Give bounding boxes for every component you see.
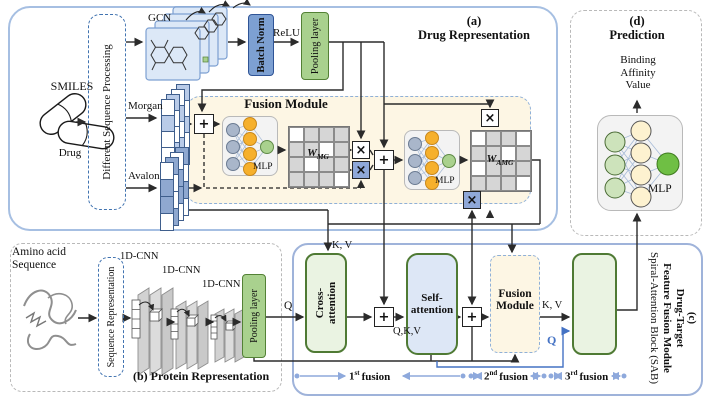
cnn2-label: 1D-CNN xyxy=(162,265,201,276)
amino-acid-label: Amino acid Sequence xyxy=(12,246,66,272)
mlp1-nodes xyxy=(226,117,274,176)
gcn-label: GCN xyxy=(148,12,172,24)
qkv-label: Q,K,V xyxy=(393,326,421,337)
pooling-layer-b-box xyxy=(242,274,266,358)
seq-representation-label: Sequence Representation xyxy=(105,266,117,368)
drug-caption: Drug xyxy=(58,147,82,159)
drug-pill-icon xyxy=(39,93,115,150)
panel-a-title: (a) Drug Representation xyxy=(418,14,530,43)
mul-op-blue-1: × xyxy=(352,161,370,179)
cross-attention-1-label: Cross-attention xyxy=(314,281,338,325)
morgan-label: Morgan xyxy=(128,100,163,112)
batch-norm-label: Batch Norm xyxy=(255,17,267,73)
mlp-prediction-label: MLP xyxy=(648,183,672,195)
wmg-label: WMG xyxy=(307,147,329,162)
wamg-label: WAMG xyxy=(486,153,514,168)
panel-a-frame xyxy=(8,6,558,231)
sum-op-fusion2: + xyxy=(462,307,482,327)
mlp1-label: MLP xyxy=(253,162,273,172)
protein-icon xyxy=(23,289,77,350)
seq-processing-label: Different Sequence Processing xyxy=(101,44,113,180)
sum-op-gcn-morgan: + xyxy=(194,114,214,134)
panel-c-title: (c) Drug-Target Feature Fusion Module Sp… xyxy=(648,252,699,384)
avalon-label: Avalon xyxy=(128,170,160,182)
smiles-label: SMILES xyxy=(50,79,94,93)
panel-c-tag: (c) xyxy=(686,311,699,325)
cross-attention-2-label xyxy=(577,256,611,352)
gcn-cards-icon xyxy=(145,0,251,81)
kv1-label: K, V xyxy=(332,240,353,251)
panel-d-frame xyxy=(570,10,702,236)
kv2-label: K, V xyxy=(542,300,563,311)
batch-norm-box xyxy=(248,14,274,76)
mlp-prediction-nodes xyxy=(604,120,680,208)
q2-label: Q xyxy=(547,333,557,347)
fusion-module-a-title: Fusion Module xyxy=(244,96,328,111)
panel-b-title: (b) Protein Representation xyxy=(133,369,270,383)
cnn3-label: 1D-CNN xyxy=(202,279,241,290)
cross-attention-2-box xyxy=(572,253,617,355)
self-attention-label-2: attention xyxy=(410,304,454,316)
sum-op-fusion-a: + xyxy=(374,150,394,170)
mul-op-white-2: × xyxy=(481,109,499,127)
relu-label: ReLU xyxy=(273,27,300,39)
self-attention-box: Self- attention xyxy=(406,253,458,355)
weight-matrix-wmg xyxy=(288,126,350,188)
fusion-module-c-box xyxy=(490,255,540,353)
cnn-sheets-icon xyxy=(137,287,245,376)
pooling-layer-a-box xyxy=(301,12,329,80)
self-attention-label-1: Self- xyxy=(421,292,443,304)
pooling-layer-a-label: Pooling layer xyxy=(309,17,321,75)
fusion-step-arrows xyxy=(294,371,627,381)
seq-processing-box xyxy=(88,14,126,210)
pooling-layer-b-label: Pooling layer xyxy=(248,289,260,343)
mlp2-nodes xyxy=(408,131,456,190)
mul-op-blue-2: × xyxy=(463,191,481,209)
binding-affinity-label: Binding Affinity Value xyxy=(620,54,656,92)
q-route-blue xyxy=(436,326,571,368)
mlp2-label: MLP xyxy=(435,176,455,186)
panel-c-frame xyxy=(292,243,703,396)
panel-d-title: (d) Prediction xyxy=(609,14,665,43)
cnn-conv-arrows xyxy=(138,301,227,322)
q1-label: Q xyxy=(284,300,293,312)
sum-op-fusion1: + xyxy=(374,307,394,327)
cross-attention-1-box xyxy=(305,253,347,353)
weight-matrix-wamg xyxy=(470,130,532,192)
cnn1-label: 1D-CNN xyxy=(120,251,159,262)
mul-op-white-1: × xyxy=(352,141,370,159)
